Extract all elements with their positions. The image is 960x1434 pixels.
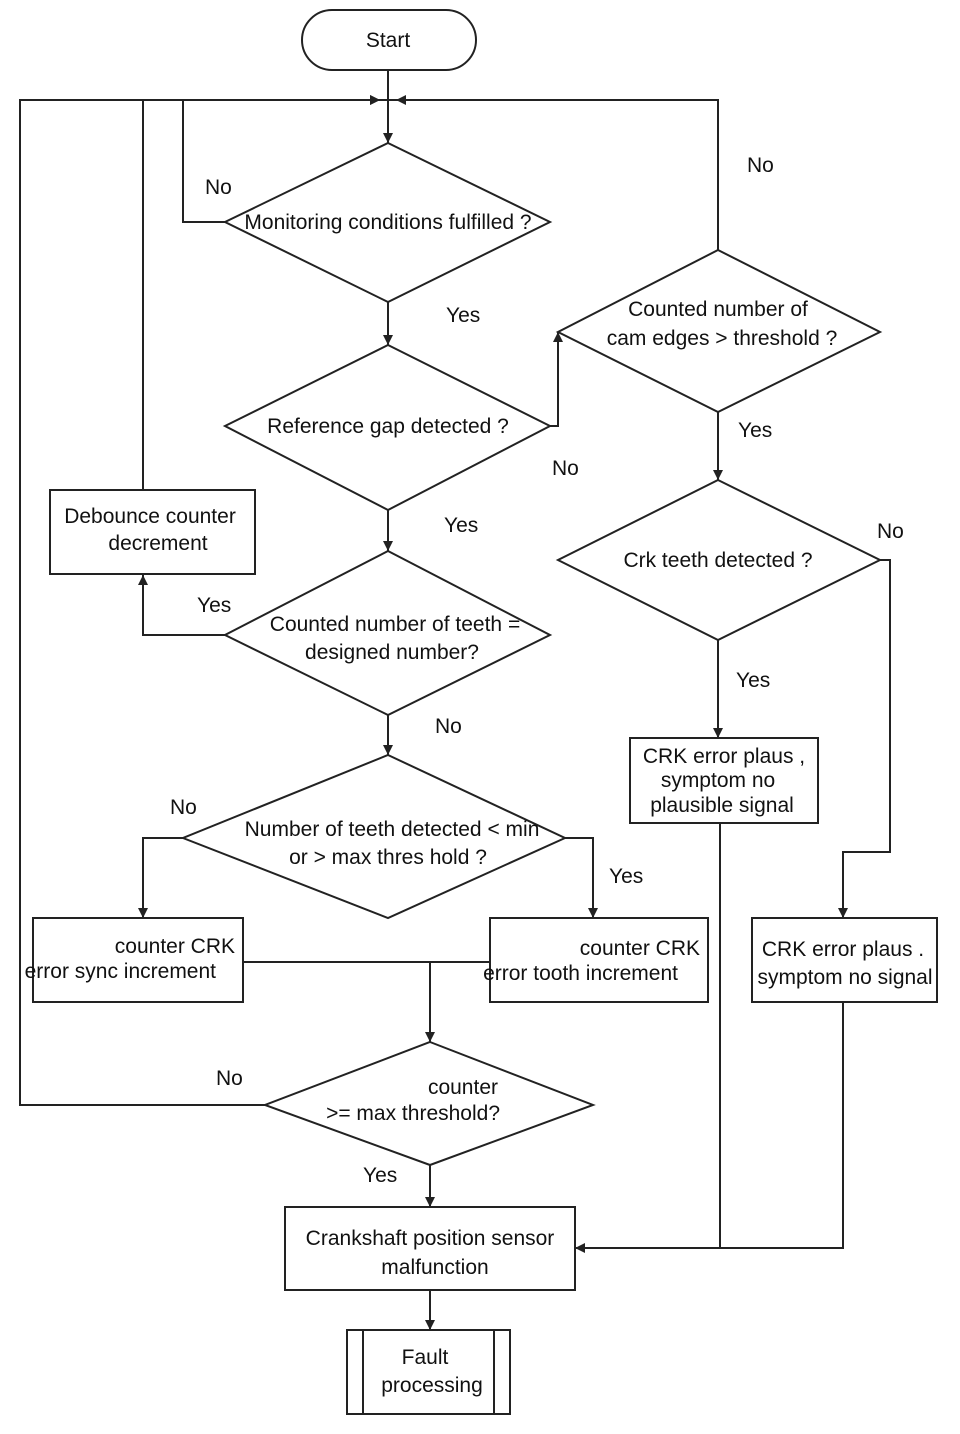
teeth-equal-label-line2: designed number? xyxy=(305,641,479,664)
edge-label-crk-no: No xyxy=(877,520,904,543)
counter-max-decision xyxy=(262,1040,596,1167)
connector-crk-no xyxy=(838,559,891,918)
counter-max-label-line2: >= max threshold? xyxy=(326,1102,500,1125)
edge-label-teeth-equal-yes: Yes xyxy=(197,594,231,617)
reference-gap-label: Reference gap detected ? xyxy=(267,415,509,438)
cam-edges-label-line2: cam edges > threshold ? xyxy=(607,327,838,350)
debounce-box xyxy=(49,489,256,575)
cam-edges-decision xyxy=(555,248,883,414)
connector-cam-no xyxy=(396,95,719,250)
crk-teeth-label: Crk teeth detected ? xyxy=(623,549,812,572)
edge-label-teeth-equal-no: No xyxy=(435,715,462,738)
plaus-no-signal-label-line2: symptom no signal xyxy=(757,966,932,989)
teeth-range-decision xyxy=(180,753,568,920)
plaus-signal-label-line3: plausible signal xyxy=(650,794,794,817)
plaus-no-signal-label-line1: CRK error plaus . xyxy=(762,938,924,961)
debounce-label-line2: decrement xyxy=(108,532,207,555)
connector-gap-no xyxy=(550,332,563,427)
sync-increment-label-line1: counter CRK xyxy=(115,935,235,958)
edge-label-cam-yes: Yes xyxy=(738,419,772,442)
debounce-label-line1: Debounce counter xyxy=(64,505,236,528)
edge-label-gap-no: No xyxy=(552,457,579,480)
plaus-signal-box xyxy=(629,737,819,824)
edge-label-range-yes: Yes xyxy=(609,865,643,888)
plaus-no-signal-box xyxy=(751,917,938,1003)
plaus-signal-label-line2: symptom no xyxy=(661,769,775,792)
tooth-increment-label-line1: counter CRK xyxy=(580,937,700,960)
sync-increment-box xyxy=(32,917,244,1003)
edge-label-counter-no: No xyxy=(216,1067,243,1090)
edge-label-gap-yes: Yes xyxy=(444,514,478,537)
teeth-equal-decision xyxy=(222,549,553,717)
edge-label-cam-no: No xyxy=(747,154,774,177)
start-terminal xyxy=(301,9,477,71)
malfunction-label-line1: Crankshaft position sensor xyxy=(306,1227,555,1250)
tooth-increment-box xyxy=(489,917,709,1003)
edge-label-monitoring-yes: Yes xyxy=(446,304,480,327)
counter-max-label-line1: counter xyxy=(428,1076,498,1099)
edge-label-monitoring-no: No xyxy=(205,176,232,199)
tooth-increment-label-line2: error tooth increment xyxy=(483,962,678,985)
sync-increment-label-line2: error sync increment xyxy=(25,960,217,983)
malfunction-label-line2: malfunction xyxy=(381,1256,488,1279)
fault-process xyxy=(346,1329,511,1415)
plaus-signal-label-line1: CRK error plaus , xyxy=(643,745,805,768)
shapes xyxy=(32,9,938,1415)
edge-label-crk-yes: Yes xyxy=(736,669,770,692)
edge-label-range-no: No xyxy=(170,796,197,819)
connectors xyxy=(19,70,891,1330)
start-label: Start xyxy=(366,29,411,52)
edge-labels: No Yes No Yes Yes No No Yes No Yes No Ye… xyxy=(170,154,904,1187)
connector-no-signal-down xyxy=(575,1002,844,1253)
node-labels: Start Monitoring conditions fulfilled ? … xyxy=(25,29,933,1397)
cam-edges-label-line1: Counted number of xyxy=(628,298,808,321)
monitoring-label: Monitoring conditions fulfilled ? xyxy=(244,211,531,234)
reference-gap-decision xyxy=(222,343,553,512)
teeth-range-label-line2: or > max thres hold ? xyxy=(289,846,487,869)
fault-label-line2: processing xyxy=(381,1374,483,1397)
teeth-range-label-line1: Number of teeth detected < min xyxy=(245,818,540,841)
edge-label-counter-yes: Yes xyxy=(363,1164,397,1187)
connector-range-no xyxy=(138,837,183,918)
monitoring-decision xyxy=(222,141,553,304)
malfunction-box xyxy=(284,1206,576,1291)
connector-counter-no xyxy=(19,95,380,1106)
connector-range-yes xyxy=(565,837,598,918)
connector-teeth-equal-yes xyxy=(138,575,225,636)
fault-label-line1: Fault xyxy=(402,1346,449,1369)
teeth-equal-label-line1: Counted number of teeth = xyxy=(270,613,520,636)
crk-teeth-decision xyxy=(555,478,883,642)
